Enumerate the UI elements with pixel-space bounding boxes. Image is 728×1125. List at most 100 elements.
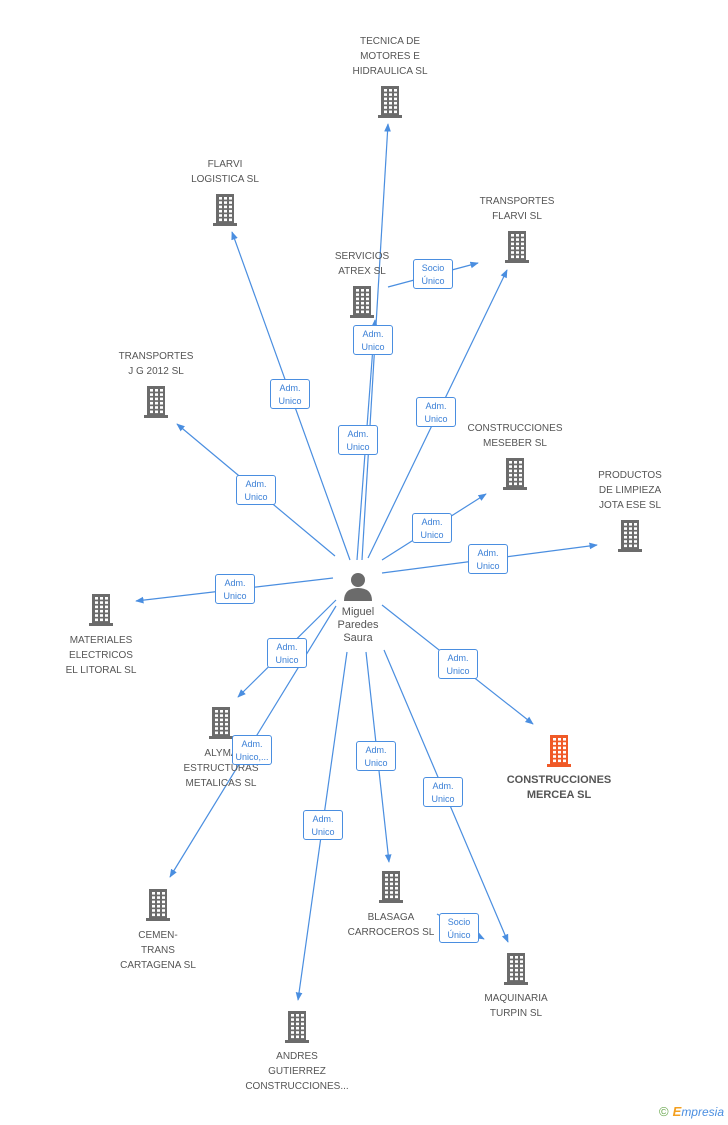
company-label-line: CEMEN- [138,930,178,941]
relation-badge-text: Adm. [245,479,267,489]
relation-badge-center-servicios_atrex[interactable]: Adm.Unico [338,425,378,455]
company-label-line: CONSTRUCCIONES... [245,1081,349,1092]
relation-badge-center-flarvi_log[interactable]: Adm. Unico [270,379,310,409]
building-icon-meseber[interactable] [503,458,527,490]
relation-badge-center-transportes_jg[interactable]: Adm. Unico [236,475,276,505]
building-icon-flarvi_log[interactable] [213,194,237,226]
building-icon-transportes_flarvi[interactable] [505,231,529,263]
relation-badge-text: Único [447,930,471,940]
company-label-line: BLASAGA [367,912,415,923]
company-label-line: FLARVI SL [492,211,542,222]
building-icon-blasaga[interactable] [379,871,403,903]
person-name-line: Paredes [337,619,379,631]
relation-badge-text: Socio [421,263,445,273]
building-icon-mercea[interactable] [547,735,571,767]
relation-badge-text: Adm. [362,329,384,339]
building-icon-andres[interactable] [285,1011,309,1043]
relation-badge-text: Unico [278,396,302,406]
company-label-blasaga[interactable]: BLASAGA CARROCEROS SL [316,910,466,940]
company-label-line: TRANSPORTES [118,351,194,362]
building-icon-cementrans[interactable] [146,889,170,921]
company-label-line: JOTA ESE SL [598,500,662,511]
company-label-line: CARTAGENA SL [120,960,196,971]
copyright-icon: © [659,1104,669,1119]
building-icon-tecnica[interactable] [378,86,402,118]
relation-badge-center-tecnica[interactable]: Adm. Unico [353,325,393,355]
company-label-line: GUTIERREZ [268,1066,326,1077]
company-label-line: ANDRES [276,1051,318,1062]
building-icon-maquinaria[interactable] [504,953,528,985]
relation-badge-text: Unico [361,342,385,352]
relation-badge-center-alyma[interactable]: Adm.Unico [267,638,307,668]
relation-badge-text: Adm. [425,401,447,411]
relation-badge-text: Unico [420,530,444,540]
building-icon-alyma[interactable] [209,707,233,739]
relation-badge-text: Adm. [347,429,369,439]
relation-badge-center-productos[interactable]: Adm.Unico [468,544,508,574]
relation-badge-text: Adm. [224,578,246,588]
relation-badge-text: Unico [364,758,388,768]
person-name-line: Saura [343,632,373,644]
company-label-line: ATREX SL [338,266,386,277]
company-label-line: MATERIALES [69,635,133,646]
company-label-line: FLARVI [207,159,243,170]
company-label-line: MOTORES E [360,51,420,62]
company-label-meseber[interactable]: CONSTRUCCIONES MESEBER SL [440,421,590,451]
brand-footer: ©Empresia [659,1104,724,1119]
relation-badge-text: Unico [223,591,247,601]
company-label-line: CONSTRUCCIONES [467,423,563,434]
relation-badge-center-andres[interactable]: Adm.Unico [303,810,343,840]
relation-badge-center-materiales[interactable]: Adm. Unico [215,574,255,604]
relation-badge-text: Unico [424,414,448,424]
building-icon-transportes_jg[interactable] [144,386,168,418]
relation-badge-center-meseber[interactable]: Adm.Unico [412,513,452,543]
building-icon-productos[interactable] [618,520,642,552]
company-label-line: SERVICIOS [334,251,390,262]
company-label-line: J G 2012 SL [128,366,184,377]
relation-badge-center-blasaga[interactable]: Adm. Unico [356,741,396,771]
company-label-transportes_jg[interactable]: TRANSPORTES J G 2012 SL [81,349,231,379]
building-icon-materiales[interactable] [89,594,113,626]
company-label-line: ELECTRICOS [69,650,133,661]
relation-badge-center-transportes_flarvi[interactable]: Adm. Unico [416,397,456,427]
company-label-line: ESTRUCTURAS [183,763,259,774]
company-label-materiales[interactable]: MATERIALES ELECTRICOS EL LITORAL SL [26,633,176,678]
company-label-line: CONSTRUCCIONES [506,774,612,786]
person-icon[interactable] [344,573,372,601]
relation-badge-text: Unico [311,827,335,837]
company-label-andres[interactable]: ANDRES GUTIERREZ CONSTRUCCIONES... [222,1049,372,1094]
company-label-line: EL LITORAL SL [65,665,137,676]
company-label-line: TRANS [141,945,175,956]
relation-badge-text: Adm. [365,745,387,755]
company-label-cementrans[interactable]: CEMEN- TRANS CARTAGENA SL [83,928,233,973]
company-label-flarvi_log[interactable]: FLARVI LOGISTICA SL [150,157,300,187]
brand-initial: E [672,1104,682,1119]
brand-name: mpresia [681,1105,724,1119]
company-label-line: DE LIMPIEZA [598,485,662,496]
company-label-mercea[interactable]: CONSTRUCCIONES MERCEA SL [484,773,634,803]
company-label-servicios_atrex[interactable]: SERVICIOS ATREX SL [287,249,437,279]
building-icon-servicios_atrex[interactable] [350,286,374,318]
company-label-line: MERCEA SL [526,789,592,801]
company-label-line: HIDRAULICA SL [352,66,428,77]
company-label-line: CARROCEROS SL [347,927,435,938]
relation-badge-center-mercea[interactable]: Adm.Unico [438,649,478,679]
relation-badge-text: Unico [244,492,268,502]
relation-badge-text: Adm. [432,781,454,791]
relation-badge-text: Adm. [477,548,499,558]
relation-badge-center-cementrans[interactable]: Adm.Unico,... [232,735,272,765]
relation-badge-center-maquinaria[interactable]: Adm.Unico [423,777,463,807]
company-label-line: TURPIN SL [489,1008,543,1019]
company-label-line: LOGISTICA SL [191,174,259,185]
relation-badge-text: Adm. [279,383,301,393]
relation-badge-text: Único [421,276,445,286]
company-label-line: MESEBER SL [483,438,547,449]
